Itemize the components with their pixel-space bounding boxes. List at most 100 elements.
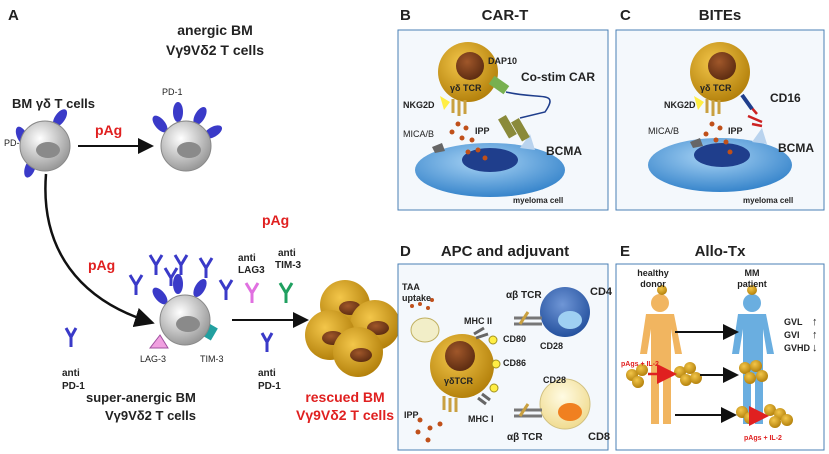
mica-ligand <box>432 143 445 153</box>
cell-nucleus <box>176 316 200 332</box>
taa-line1: TAA <box>402 282 420 292</box>
tim3-label: TIM-3 <box>200 354 224 364</box>
pd1-receptor <box>173 102 183 122</box>
bm-gd-t-cells-label: BM γδ T cells <box>12 96 95 111</box>
super-anergic-line1: super-anergic BM <box>86 390 196 405</box>
rescued-cells-cluster <box>305 280 400 377</box>
anti-pd1-antibody-mid <box>260 332 274 352</box>
mm-line2: patient <box>737 279 767 289</box>
car-scfv <box>511 117 530 142</box>
gd-tcr-label: γδ TCR <box>450 83 482 93</box>
lag3-label: LAG-3 <box>140 354 166 364</box>
lag3-receptor <box>148 334 169 349</box>
pd1-receptor <box>193 106 207 126</box>
gd-tcr-receptor <box>451 99 467 116</box>
pags-il2-bottom: pAgs + IL-2 <box>744 435 782 442</box>
pd1-receptor <box>152 287 168 305</box>
bcma-label: BCMA <box>778 141 814 155</box>
ipp-label: IPP <box>475 126 490 136</box>
panel-b-letter: B <box>400 7 411 24</box>
pag-label-right: pAg <box>262 212 289 228</box>
ab-tcr-top-label: αβ TCR <box>506 290 542 301</box>
anergic-cell <box>152 102 223 172</box>
panel-d-letter: D <box>400 243 411 260</box>
anti-tim3-line2: TIM-3 <box>275 260 302 271</box>
bcma-label: BCMA <box>546 144 582 158</box>
panel-b-title: CAR-T <box>482 7 529 24</box>
pd1-top-label: PD-1 <box>162 87 183 97</box>
dap10-label: DAP10 <box>488 56 517 66</box>
anti-pd1-antibodies <box>128 254 234 300</box>
anergic-title-line2: Vγ9Vδ2 T cells <box>166 42 264 58</box>
mhc2-label: MHC II <box>464 316 492 326</box>
pag-label-top: pAg <box>95 122 122 138</box>
panel-c-letter: C <box>620 7 631 24</box>
anti-pd1-mid-line1: anti <box>258 368 276 379</box>
cell-nucleus <box>36 142 60 158</box>
anti-tim3-antibody <box>278 282 294 303</box>
gd-tcr-receptor <box>442 396 458 412</box>
nkg2d-label: NKG2D <box>664 100 696 110</box>
panel-d-title: APC and adjuvant <box>441 243 569 260</box>
panel-c: C BITEs γδ TCR NKG2D CD16 MICA/B IPP BCM… <box>615 7 825 211</box>
panel-c-title: BITEs <box>699 7 742 24</box>
cd16-label: CD16 <box>770 91 801 105</box>
mhc1-molecule <box>477 392 491 406</box>
ipp-dots <box>449 121 488 161</box>
taa-uptake <box>410 317 440 343</box>
anergic-title-line1: anergic BM <box>177 22 252 38</box>
gd-tcr-label: γδ TCR <box>700 83 732 93</box>
pd1-receptor <box>173 274 183 294</box>
anti-pd1-left-line1: anti <box>62 368 80 379</box>
panel-e: E Allo-Tx healthy donor MM <box>615 243 825 451</box>
mica-ligand <box>690 138 703 148</box>
nkg2d-receptor <box>694 96 704 110</box>
panel-e-letter: E <box>620 243 630 260</box>
cd86-label: CD86 <box>503 358 526 368</box>
gd-tcr-label: γδTCR <box>444 376 473 386</box>
gvi-up-arrow: ↑ <box>812 329 818 341</box>
myeloma-label: myeloma cell <box>743 196 793 205</box>
bcma-receptor <box>520 134 535 150</box>
costim-ligands <box>488 335 501 393</box>
super-anergic-line2: Vγ9Vδ2 T cells <box>105 408 196 423</box>
rescued-line1: rescued BM <box>305 389 384 405</box>
healthy-line1: healthy <box>637 268 669 278</box>
cd4-label: CD4 <box>590 286 613 298</box>
tim3-receptor <box>202 323 218 341</box>
anti-lag3-antibody <box>244 282 260 303</box>
anti-pd1-left-line2: PD-1 <box>62 381 85 392</box>
cd16-receptor <box>740 93 754 111</box>
arrow-to-super-anergic <box>44 173 155 328</box>
pd1-receptor <box>152 115 168 133</box>
ipp-dots <box>415 417 443 443</box>
gd-tcr-receptor <box>705 99 721 116</box>
panel-b: B CAR-T DAP10 Co-stim CAR γδ TCR NKG2D M… <box>397 7 609 211</box>
mhc1-label: MHC I <box>468 414 494 424</box>
nkg2d-receptor <box>440 96 450 110</box>
bm-gd-t-cell <box>15 109 71 178</box>
mhc2-molecule <box>473 326 489 340</box>
ipp-label: IPP <box>404 410 419 420</box>
ipp-dots <box>703 121 733 155</box>
cd28-top-label: CD28 <box>540 341 563 351</box>
pd1-receptor <box>193 278 207 298</box>
panel-e-title: Allo-Tx <box>695 243 746 260</box>
pag-label-mid: pAg <box>88 257 115 273</box>
gvhd-down-arrow: ↓ <box>812 342 818 354</box>
cd28-bottom-label: CD28 <box>543 375 566 385</box>
bcma-receptor <box>752 128 767 144</box>
mica-label: MICA/B <box>648 126 679 136</box>
anti-tim3-line1: anti <box>278 248 296 259</box>
anti-lag3-line1: anti <box>238 253 256 264</box>
anti-pd1-antibody-left <box>64 327 78 347</box>
healthy-line2: donor <box>640 279 666 289</box>
pd1-left-label: PD-1 <box>4 138 25 148</box>
pd1-receptor <box>52 109 68 127</box>
costim-domain <box>488 75 510 95</box>
myeloma-label: myeloma cell <box>513 196 563 205</box>
panel-e-frame <box>615 263 825 451</box>
gvhd-label: GVHD <box>784 343 811 353</box>
rescued-line2: Vγ9Vδ2 T cells <box>296 407 394 423</box>
taa-line2: uptake <box>402 293 431 303</box>
